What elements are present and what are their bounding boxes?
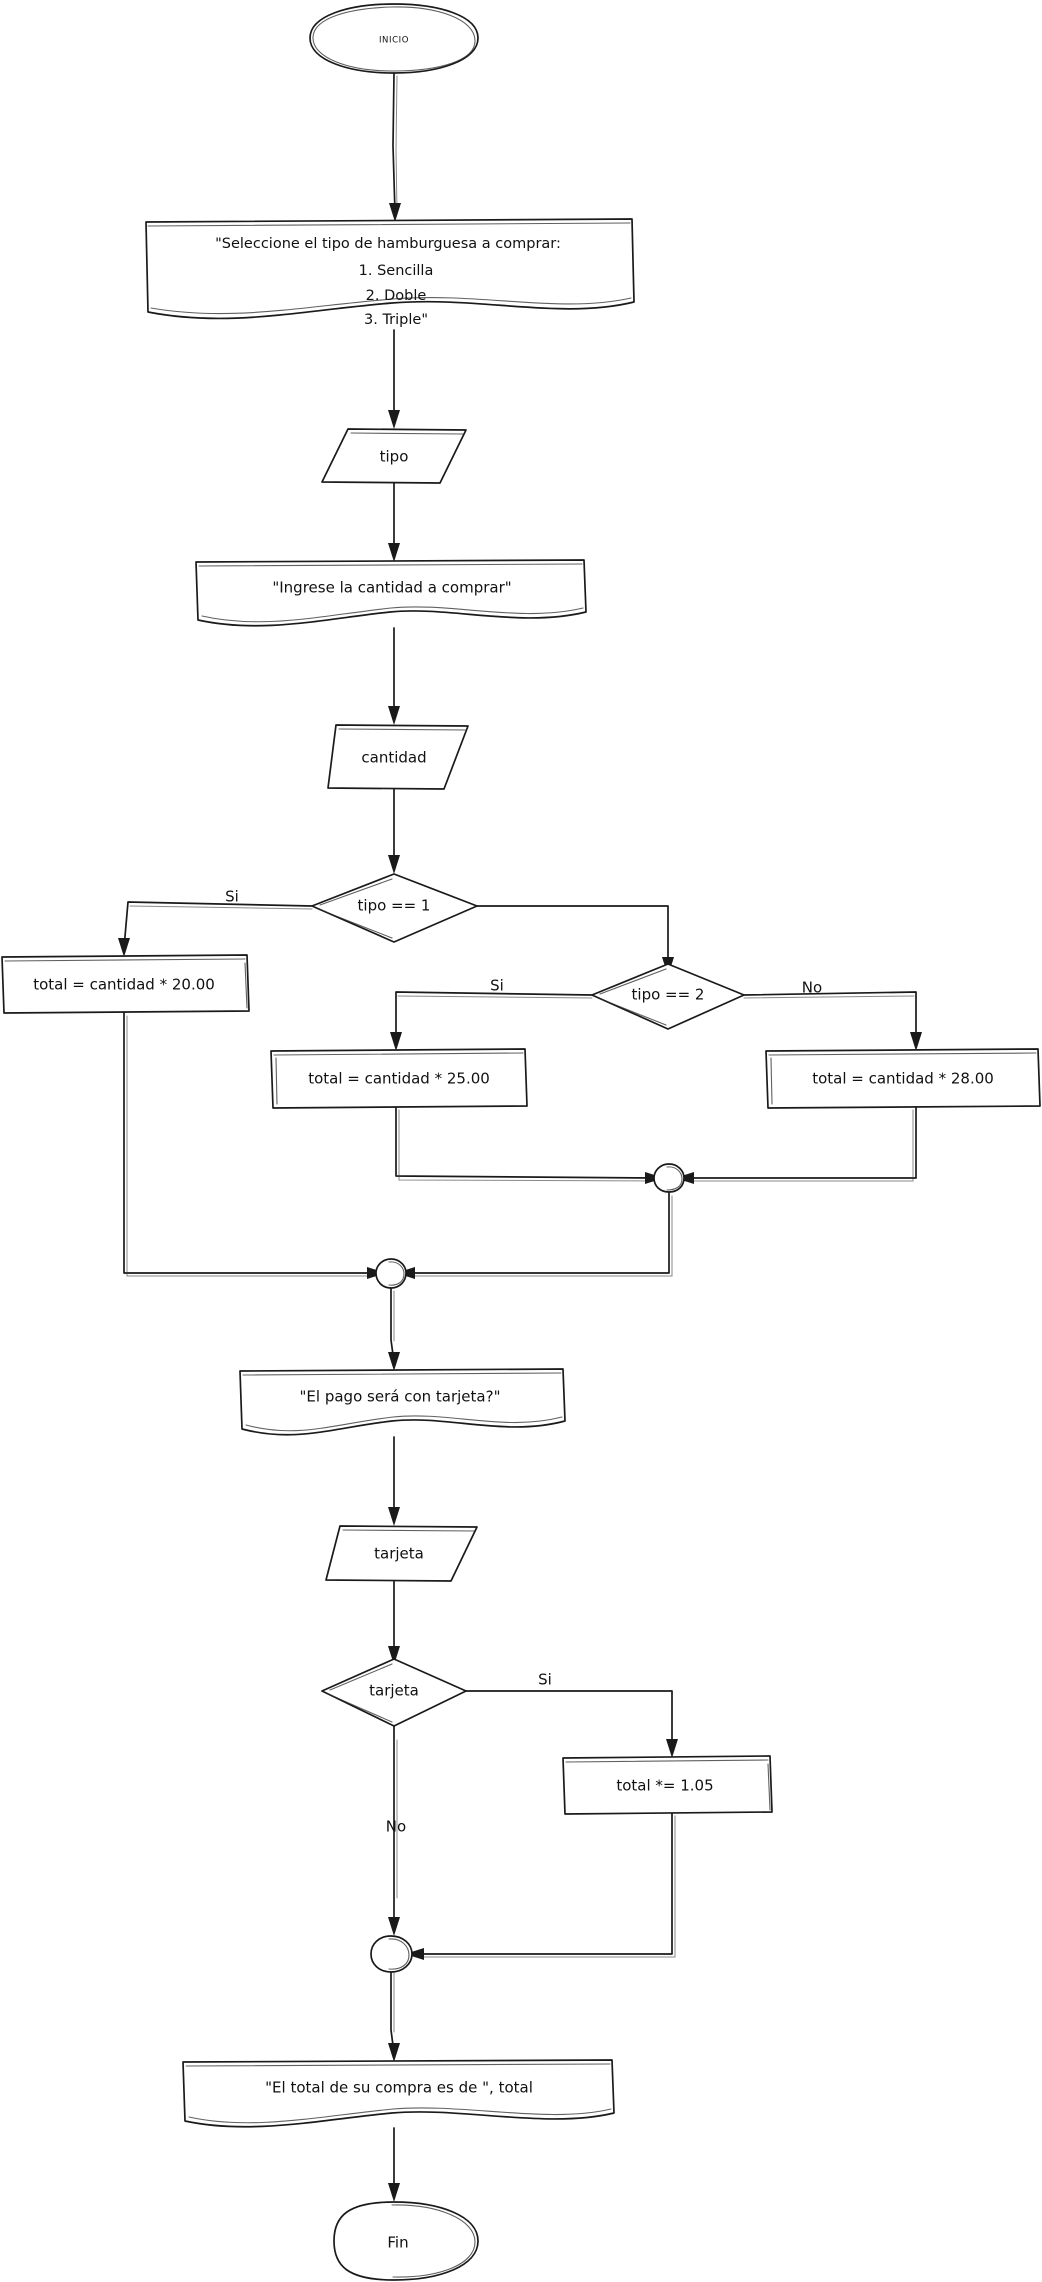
node-decision-tipo2[interactable]: tipo == 2 [591,963,745,1030]
node-merge-tarjeta[interactable] [370,1935,413,1973]
edge-decision-tarjeta-si [465,1690,678,1758]
edge-prompt-tarjeta-to-input [388,1436,400,1526]
edge-decision1-si [118,901,313,957]
menu-line-3: 2. Doble [366,288,427,304]
node-end-label: Fin [387,2234,408,2252]
node-prompt-cantidad-label: "Ingrese la cantidad a comprar" [272,579,511,597]
node-end[interactable]: Fin [333,2201,479,2281]
node-input-tipo[interactable]: tipo [321,428,467,484]
node-prompt-tarjeta[interactable]: "El pago será con tarjeta?" [239,1368,566,1436]
edge-final-output-to-end [388,2127,400,2202]
edge-label-tipo1-si: Si [225,888,239,906]
node-decision-tipo1[interactable]: tipo == 1 [311,873,478,943]
edge-merge-inner-to-merge-outer [396,1191,673,1279]
edge-label-tipo2-no: No [802,979,822,997]
menu-line-1: "Seleccione el tipo de hamburguesa a com… [215,236,561,252]
edges-layer [118,72,922,2202]
node-input-tarjeta-label: tarjeta [374,1545,424,1563]
node-input-tipo-label: tipo [380,448,409,466]
node-total-25-label: total = cantidad * 25.00 [308,1070,490,1088]
node-input-cantidad-label: cantidad [361,749,426,767]
edge-label-tarjeta-no: No [386,1818,406,1836]
edge-decision2-no [743,991,922,1051]
edge-merge-tarjeta-to-final-output [388,1968,400,2062]
edge-label-tarjeta-si: Si [538,1671,552,1689]
node-decision-tipo1-label: tipo == 1 [358,897,431,915]
edge-cantidad-to-decision1 [388,788,400,874]
node-decision-tipo2-label: tipo == 2 [632,986,705,1004]
edge-input-tarjeta-to-decision [388,1580,400,1665]
node-final-output-label: "El total de su compra es de ", total [265,2079,533,2097]
node-total-20[interactable]: total = cantidad * 20.00 [1,954,250,1014]
edge-total25-to-merge-inner [395,1105,664,1184]
menu-line-4: 3. Triple" [364,312,428,328]
edge-label-tipo2-si: Si [490,977,504,995]
node-start[interactable]: INICIO [309,3,479,74]
edge-decision2-si [390,991,593,1051]
node-input-cantidad[interactable]: cantidad [327,724,469,790]
node-start-label: INICIO [379,36,409,46]
node-total-recargo-label: total *= 1.05 [616,1777,713,1795]
node-decision-tarjeta[interactable]: tarjeta [321,1658,467,1727]
node-final-output[interactable]: "El total de su compra es de ", total [182,2059,615,2128]
node-menu-output[interactable]: "Seleccione el tipo de hamburguesa a com… [145,218,635,328]
edge-merge-outer-to-prompt-tarjeta [388,1287,400,1371]
edge-start-to-menu [389,72,401,222]
edge-decision-tarjeta-no [388,1725,400,1936]
edge-total28-to-merge-inner [675,1105,917,1184]
menu-line-2: 1. Sencilla [359,263,434,279]
node-input-tarjeta[interactable]: tarjeta [325,1525,478,1582]
edge-menu-to-tipo [388,329,400,429]
node-merge-inner[interactable] [653,1163,685,1193]
node-prompt-cantidad[interactable]: "Ingrese la cantidad a comprar" [195,559,587,627]
node-prompt-tarjeta-label: "El pago será con tarjeta?" [300,1388,501,1406]
node-total-recargo[interactable]: total *= 1.05 [562,1755,773,1815]
node-merge-outer[interactable] [375,1258,407,1289]
edge-decision1-to-decision2 [476,905,674,976]
edge-prompt-to-cantidad [388,627,400,725]
edge-tipo-to-prompt [388,482,400,562]
node-total-25[interactable]: total = cantidad * 25.00 [270,1048,528,1109]
node-total-28[interactable]: total = cantidad * 28.00 [765,1048,1041,1109]
edge-recargo-to-merge-tarjeta [405,1811,676,1960]
node-total-28-label: total = cantidad * 28.00 [812,1070,994,1088]
node-total-20-label: total = cantidad * 20.00 [33,976,215,994]
node-decision-tarjeta-label: tarjeta [369,1682,419,1700]
